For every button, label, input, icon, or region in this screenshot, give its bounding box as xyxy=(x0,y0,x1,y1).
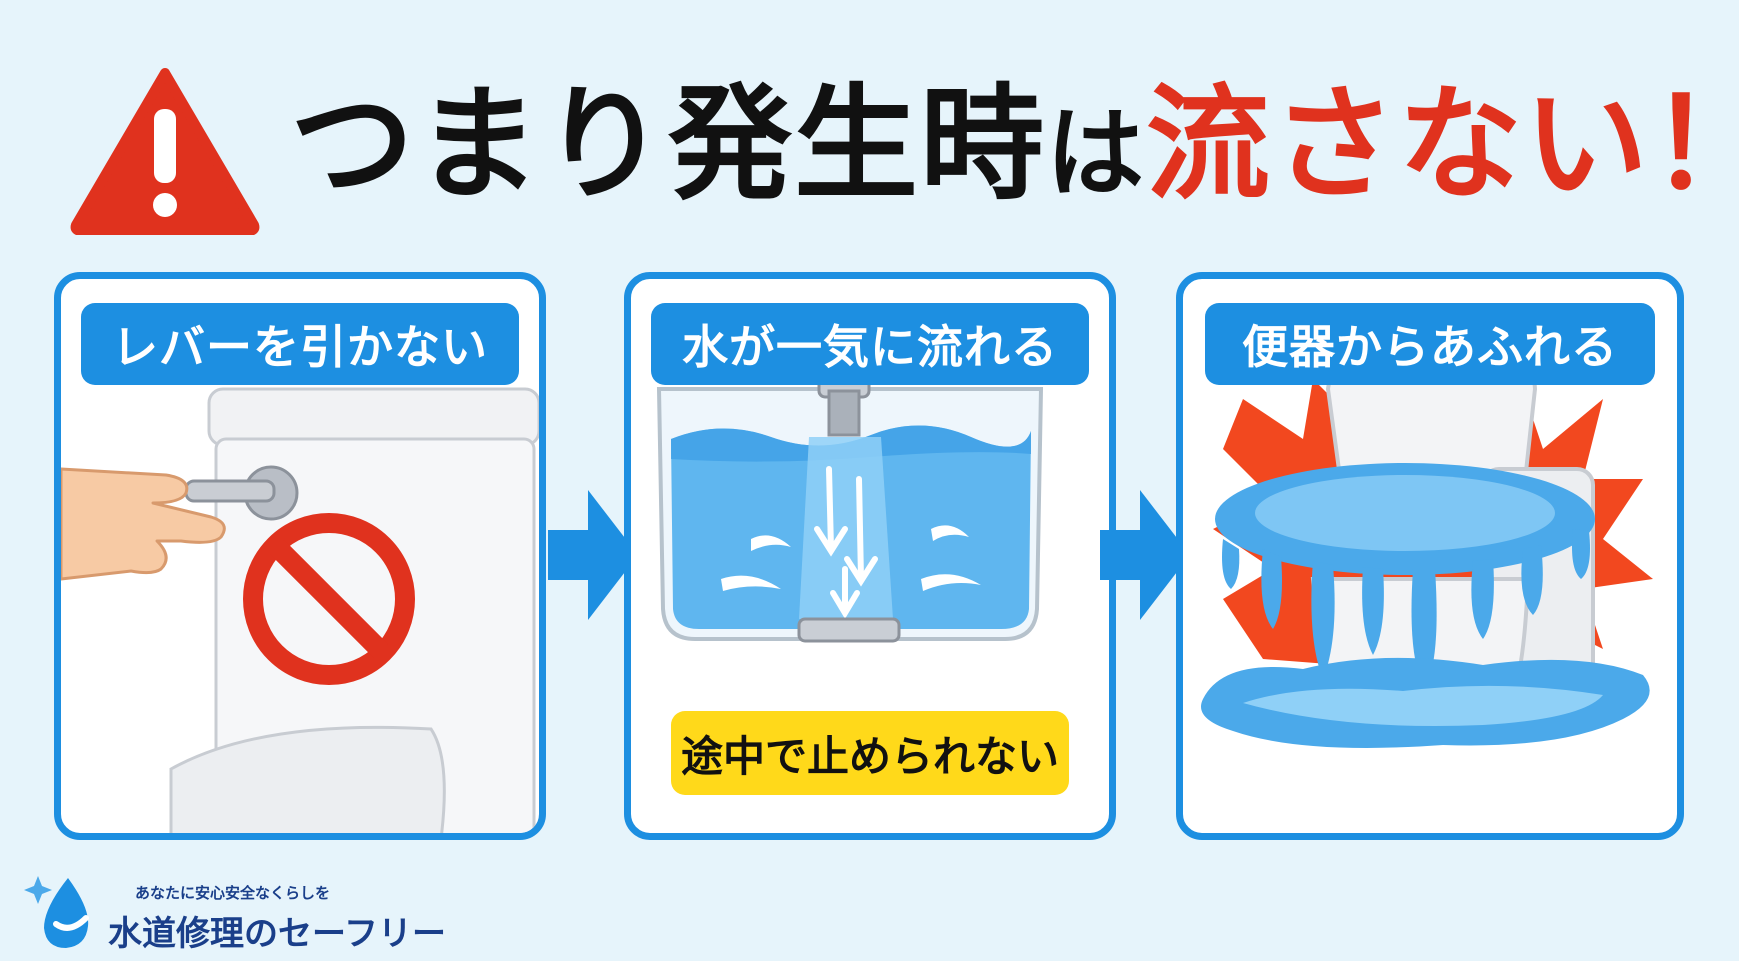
title-alert: 流さない！ xyxy=(1146,73,1739,217)
step-label: 水が一気に流れる xyxy=(651,303,1089,385)
lever-illustration xyxy=(61,387,539,833)
title-main: つまり発生時 xyxy=(290,73,1047,217)
step-panel-lever: レバーを引かない xyxy=(54,272,546,840)
logo-tagline: あなたに安心安全なくらしを xyxy=(135,884,331,902)
step-caption: 途中で止められない xyxy=(671,711,1069,795)
step-panel-flow: 水が一気に流れる 途中で止められない xyxy=(624,272,1116,840)
water-drop-logo-icon xyxy=(24,876,89,948)
headline: つまり発生時は流さない！ xyxy=(70,55,1739,235)
step-panel-overflow: 便器からあふれる xyxy=(1176,272,1684,840)
arrow-right-icon xyxy=(1100,490,1190,620)
no-entry-icon xyxy=(243,513,415,685)
tank-water-illustration xyxy=(656,365,1044,643)
brand-logo: あなたに安心安全なくらしを 水道修理のセーフリー xyxy=(20,868,446,954)
arrow-right-icon xyxy=(548,490,638,620)
step-label: 便器からあふれる xyxy=(1205,303,1655,385)
logo-name: 水道修理のセーフリー xyxy=(108,914,446,954)
step-label: レバーを引かない xyxy=(81,303,519,385)
page-title: つまり発生時は流さない！ xyxy=(290,83,1739,207)
title-particle: は xyxy=(1046,97,1147,211)
overflow-illustration xyxy=(1201,347,1653,748)
warning-triangle-icon xyxy=(70,68,260,235)
